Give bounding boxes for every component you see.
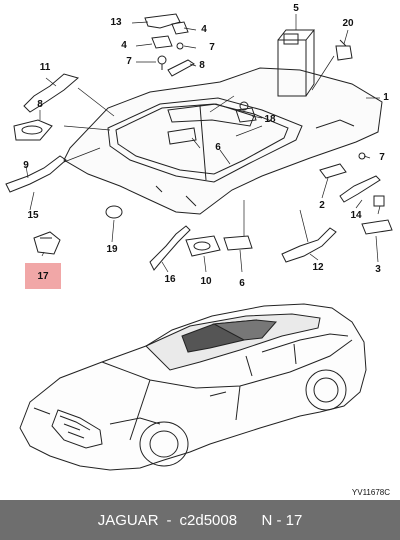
part-3-bracket [361,219,393,235]
headliner-panel [63,67,383,215]
part-16-harness [149,225,191,271]
callout-11: 11 [39,62,51,73]
footer-brand: JAGUAR [97,511,159,529]
callout-7c: 7 [379,152,385,163]
callout-6b: 6 [239,278,245,289]
part-8-handle [167,59,195,77]
reference-code: YV11678C [351,488,390,497]
part-7-screw-b [176,42,184,50]
callout-4a: 4 [121,40,127,51]
callout-18: 18 [264,114,276,125]
callout-8: 8 [199,60,205,71]
footer-position-label: N - 17 [261,511,303,529]
footer-spacer [245,512,253,529]
leader-lines [25,14,381,273]
callout-9: 9 [23,160,29,171]
part-4-clip-b [171,21,189,35]
part-7-screw-a [157,55,167,70]
car-outline [19,303,367,471]
callout-8-console: 8 [37,99,43,110]
callout-1: 1 [383,92,389,103]
callout-16: 16 [164,274,176,285]
part-12-harness [281,227,337,263]
callout-20: 20 [342,18,354,29]
footer-bar: JAGUAR - c2d5008 N - 17 [0,500,400,540]
callout-15: 15 [27,210,39,221]
callout-7a: 7 [126,56,132,67]
callout-12: 12 [312,262,324,273]
callout-13: 13 [110,17,122,28]
part-13-bracket [144,13,181,29]
footer-part-number: c2d5008 [179,511,238,529]
part-2-lamp [319,163,347,179]
callout-5: 5 [293,3,299,14]
part-5-sunroof-motor [277,29,316,97]
highlighted-part-label: 17 [37,271,49,282]
callout-6a: 6 [215,142,221,153]
callout-3: 3 [375,264,381,275]
part-6-module-b [223,235,253,251]
part-15-harness [5,155,67,193]
part-10-lamp [185,235,221,257]
part-19-lamp [105,205,123,219]
callout-7b: 7 [209,42,215,53]
callout-10: 10 [200,276,212,287]
part-20-clip [335,39,353,61]
part-8-console [13,119,53,141]
parts-diagram [5,13,393,471]
callout-2: 2 [319,200,325,211]
footer-separator: - [166,511,172,529]
part-8-switch-b [373,195,385,207]
callout-14: 14 [350,210,362,221]
part-18-sensor [235,101,257,123]
part-4-clip-a [151,35,173,49]
highlighted-part-callout[interactable]: 17 [25,263,61,289]
part-17-switch [33,231,61,255]
part-6-module-a [167,127,197,145]
callout-19: 19 [106,244,118,255]
callout-4b: 4 [201,24,207,35]
part-11-harness [23,73,80,113]
part-14-harness [339,175,381,203]
